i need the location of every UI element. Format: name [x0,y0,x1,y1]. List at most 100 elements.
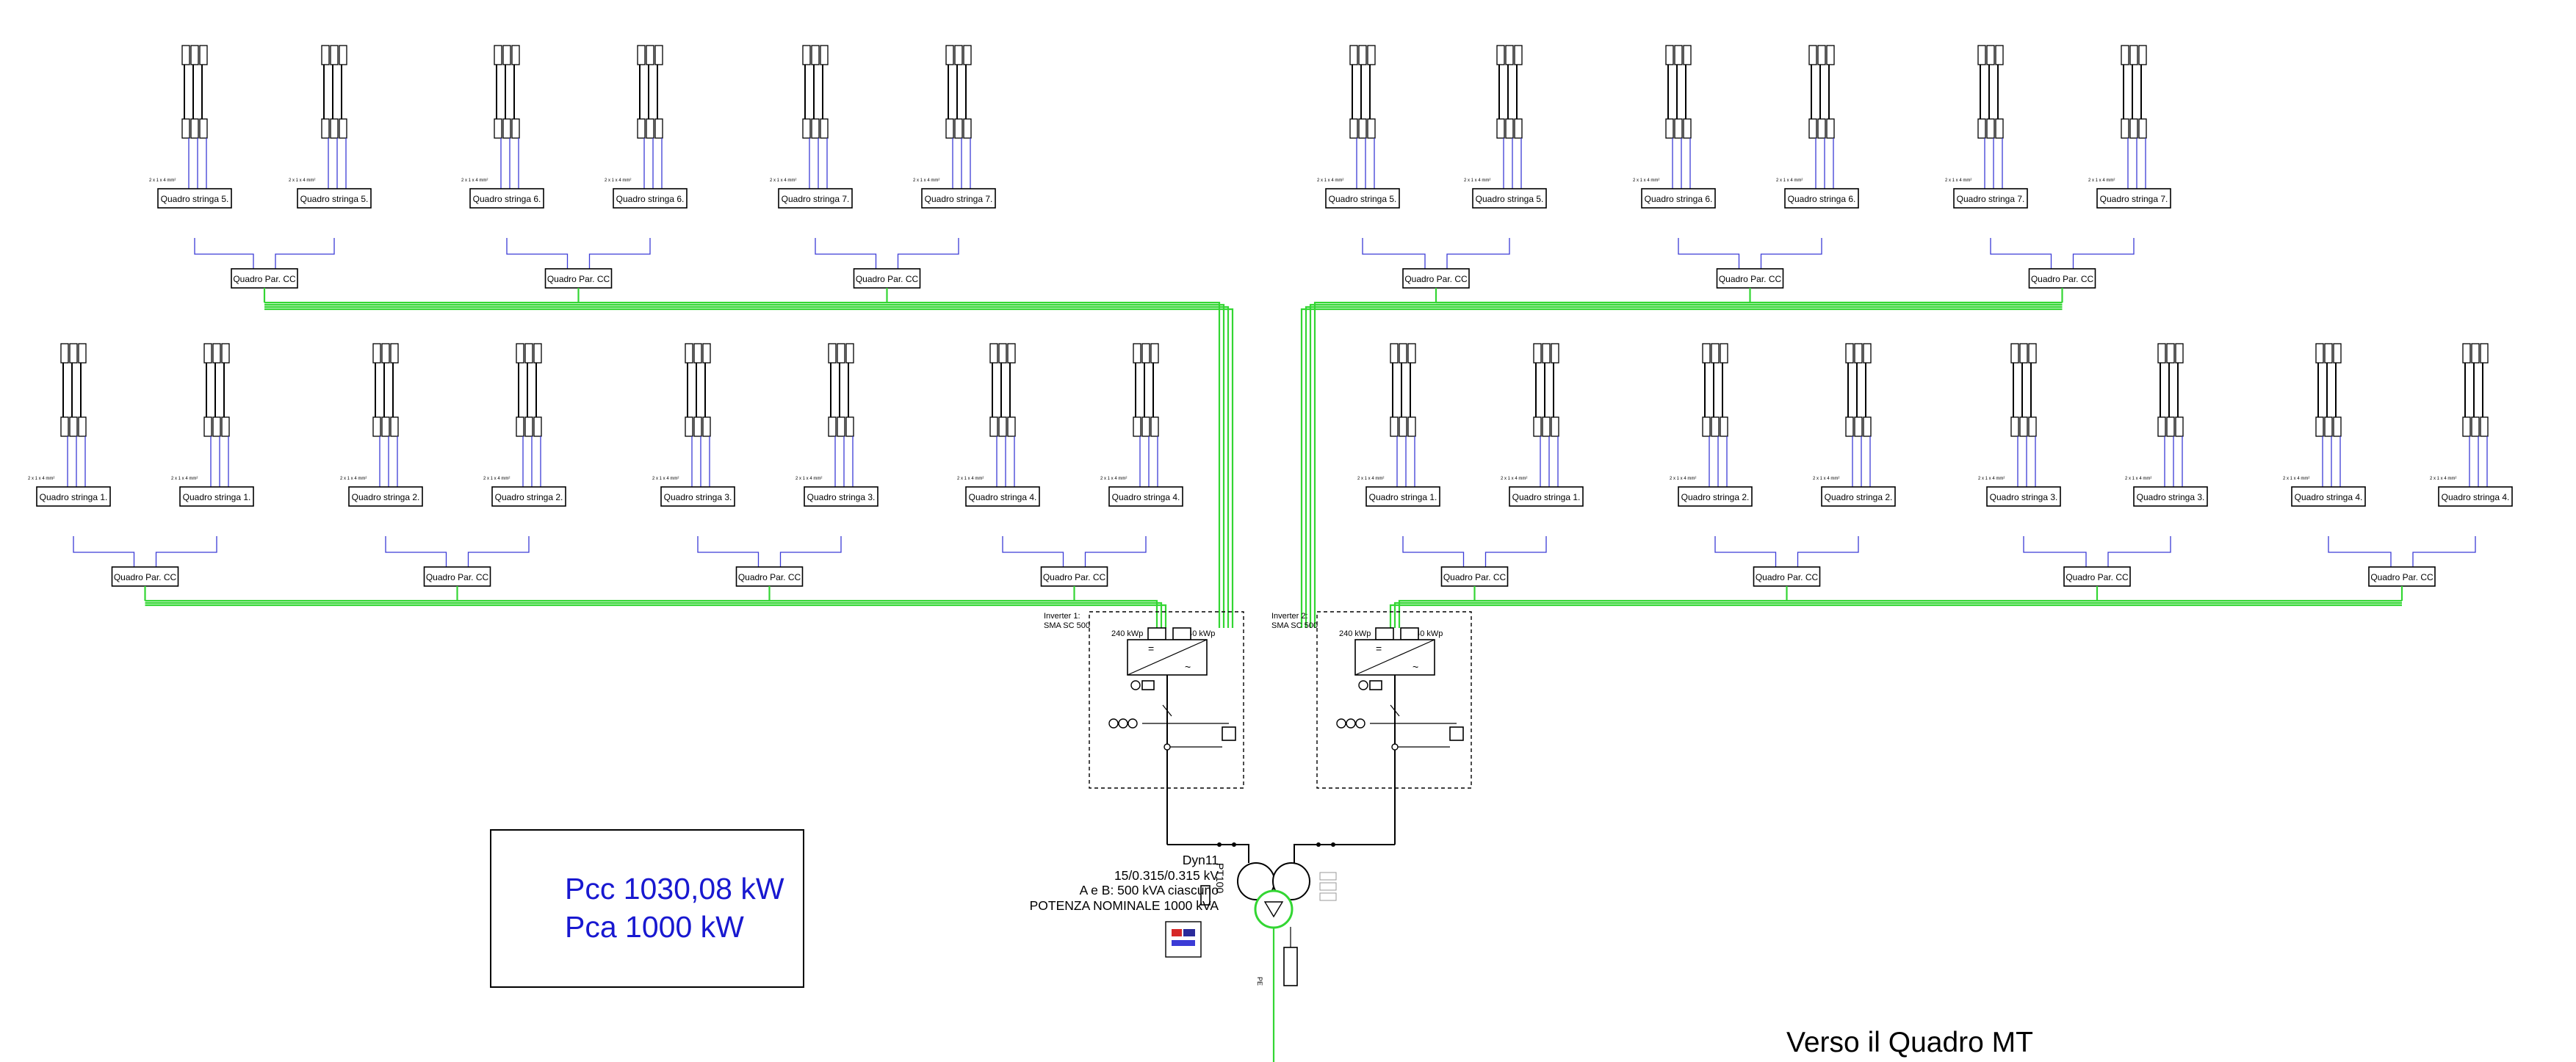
cable-note: 2 x 1 x 4 mm² [483,477,510,481]
pv-module [330,45,339,65]
pv-module [1496,118,1505,139]
parallel-group: Quadro Par. CC [1990,238,2135,289]
pv-module [339,45,347,65]
pv-module [828,343,837,364]
string-box-label: Quadro stringa 1. [1369,492,1437,502]
parallel-group: Quadro Par. CC [2023,536,2171,587]
pv-module [524,416,533,437]
pv-module [221,343,230,364]
ct-symbol [1336,718,1346,729]
pv-module [1845,343,1854,364]
parallel-group: Quadro Par. CC [815,238,959,289]
pv-module [2121,45,2129,65]
blue-link [588,238,651,269]
parallel-box-label: Quadro Par. CC [738,572,801,582]
inverter-model: SMA SC 500 [1271,621,1318,630]
pca-value: Pca 1000 kW [565,910,744,944]
winding-b [1272,862,1310,900]
pv-module [2166,343,2175,364]
vector-group: Dyn11 [1182,853,1219,867]
string-box-label: Quadro stringa 5. [161,194,229,204]
string-box [2096,188,2171,209]
pv-module [1863,343,1872,364]
pv-module [989,343,998,364]
aux-transformer [1449,726,1464,741]
string-box-label: Quadro stringa 2. [352,492,420,502]
pv-module [811,45,820,65]
string-box-label: Quadro stringa 5. [1329,194,1397,204]
string-box [469,188,544,209]
pv-module [2028,416,2037,437]
pv-module [1141,343,1150,364]
pv-module [2010,343,2019,364]
pv-module [372,343,381,364]
pv-module [2480,343,2489,364]
blue-link [1678,238,1740,269]
cable-joint [1331,842,1335,847]
pv-module [1683,45,1692,65]
pv-module [1349,118,1358,139]
pv-module [1399,343,1407,364]
string-box [2291,486,2366,507]
pv-module [494,118,502,139]
cable-note: 2 x 1 x 4 mm² [652,477,679,481]
pv-module [511,45,520,65]
parallel-group: Quadro Par. CC [2328,536,2476,587]
pv-module [511,118,520,139]
string-box-label: Quadro stringa 6. [473,194,541,204]
parallel-group: Quadro Par. CC [1002,536,1147,587]
pv-module [811,118,820,139]
trunk-cable [1313,301,2063,628]
pv-module [1845,416,1854,437]
pv-module [1711,416,1720,437]
pv-module [2471,416,2480,437]
pv-module [502,118,511,139]
dc-symbol: = [1376,643,1382,654]
dc-symbol: = [1148,643,1154,654]
blue-link [73,536,135,567]
cable-joint [1232,842,1236,847]
blue-link [897,238,959,269]
inverter-name: Inverter 1: [1044,612,1080,621]
pv-module [1674,118,1683,139]
pv-module [212,416,221,437]
cable-note: 2 x 1 x 4 mm² [28,477,54,481]
blue-link [155,536,217,567]
pv-module [2157,416,2166,437]
pv-module [1133,416,1141,437]
string-box-label: Quadro stringa 1. [183,492,251,502]
blue-link [815,238,877,269]
pe-label: PE [1256,977,1263,986]
string-box-label: Quadro stringa 7. [2100,194,2168,204]
parallel-box [1402,268,1470,289]
dc-input-terminal [1147,627,1166,640]
parallel-box-label: Quadro Par. CC [2066,572,2129,582]
pv-module [1720,343,1728,364]
pv-module [989,416,998,437]
blue-link [2328,536,2392,567]
parallel-group: Quadro Par. CC [1402,536,1547,587]
cable-note: 2 x 1 x 4 mm² [605,178,631,183]
pv-module [837,343,845,364]
pv-module [390,343,399,364]
pv-module [963,118,972,139]
pv-module [1720,416,1728,437]
blue-link [779,536,842,567]
trunk-cable [1389,604,2402,628]
string-box [1986,486,2061,507]
delta-symbol [1263,901,1284,918]
string-box [1953,188,2028,209]
pv-module [802,45,811,65]
cable-note: 2 x 1 x 4 mm² [1670,477,1696,481]
